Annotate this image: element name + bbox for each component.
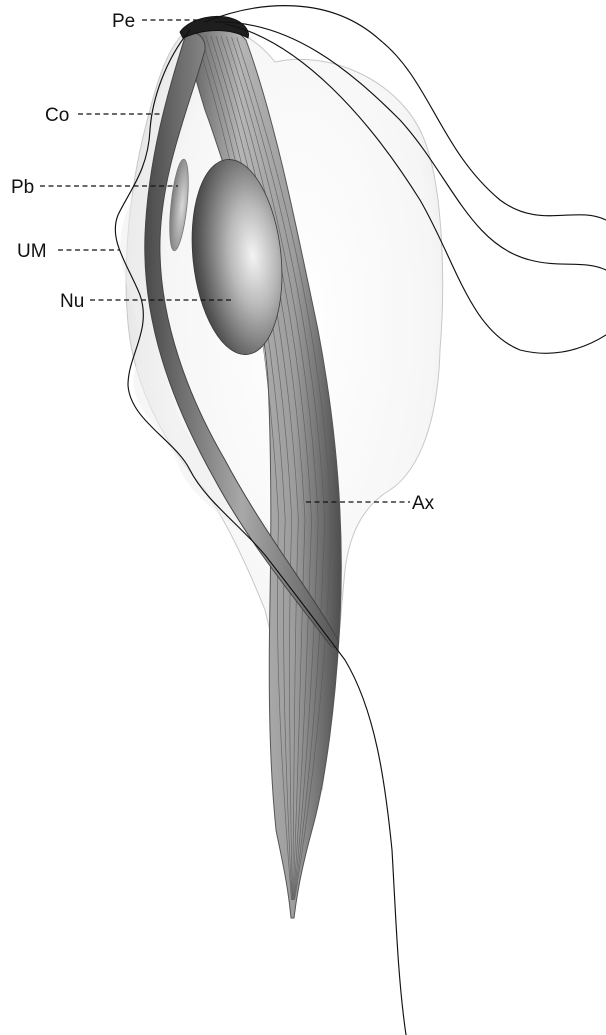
label-costa: Co [45, 105, 69, 126]
label-nucleus: Nu [60, 291, 84, 312]
label-undulating-membrane: UM [17, 241, 47, 262]
label-axostyle: Ax [412, 493, 435, 514]
label-parabasal-body: Pb [11, 177, 34, 198]
label-pelta: Pe [112, 11, 135, 32]
